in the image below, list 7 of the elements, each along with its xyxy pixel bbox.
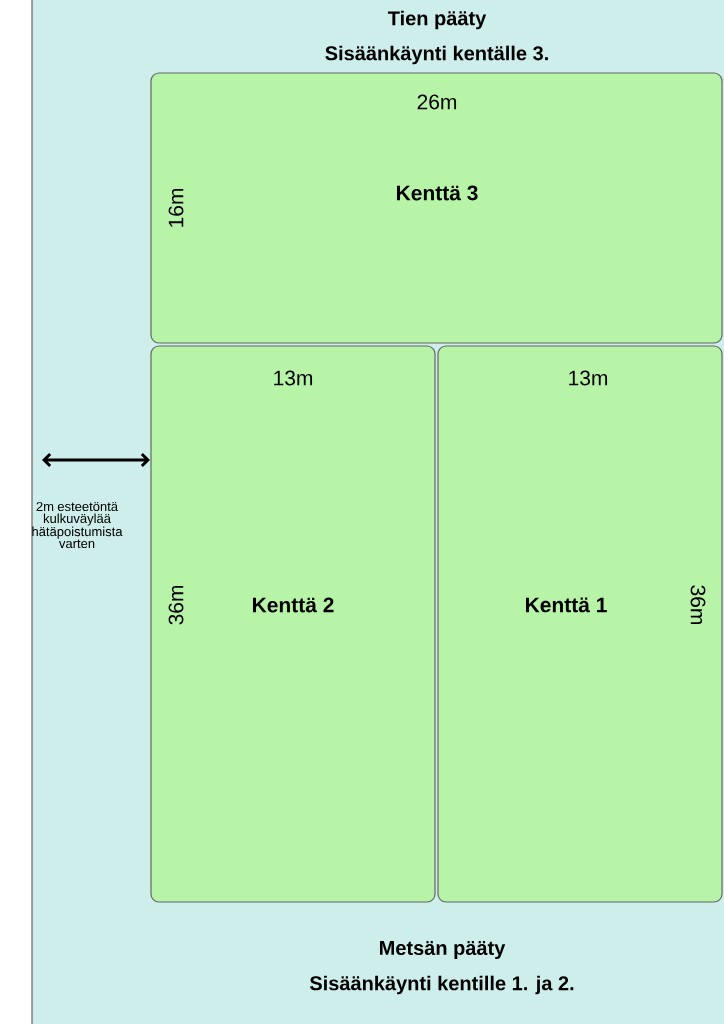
heading: Sisäänkäynti kentille 1. ja 2. (309, 975, 574, 995)
field-box: 13m Kenttä 2 36m (150, 345, 436, 903)
field-box: 26m Kenttä 3 16m (150, 72, 723, 344)
heading: Metsän pääty (380, 941, 506, 959)
note-text: 2m esteetöntä kulkuväylää hätäpoistumista varten (32, 501, 123, 549)
field-box: 13m Kenttä 1 36m (437, 345, 723, 903)
heading: Tien pääty (387, 10, 487, 30)
